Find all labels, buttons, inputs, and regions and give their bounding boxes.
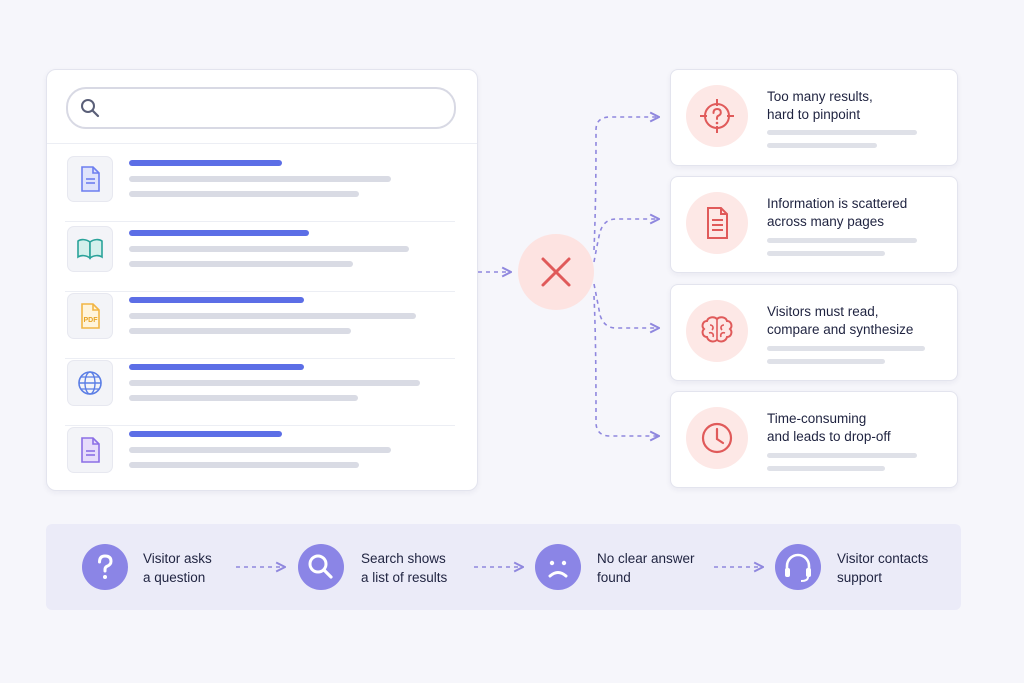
result-snippet-line	[129, 191, 359, 197]
failure-indicator	[518, 234, 594, 310]
document-icon	[81, 166, 100, 192]
result-item[interactable]	[65, 156, 455, 222]
problem-icon	[686, 300, 748, 362]
search-results-panel: PDF	[46, 69, 478, 491]
result-title-line	[129, 364, 304, 370]
x-icon	[541, 257, 571, 287]
problem-card-too-many-results: Too many results, hard to pinpoint	[670, 69, 958, 166]
result-item[interactable]	[65, 226, 455, 292]
result-title-line	[129, 160, 282, 166]
journey-step-icon	[298, 544, 344, 590]
result-item[interactable]	[65, 360, 455, 426]
result-title-line	[129, 297, 304, 303]
result-title-line	[129, 230, 309, 236]
pdf-icon: PDF	[81, 303, 100, 329]
placeholder-line	[767, 466, 885, 471]
result-snippet-line	[129, 176, 391, 182]
connector-problem-1	[593, 117, 658, 251]
book-icon	[77, 238, 103, 260]
result-title-line	[129, 431, 282, 437]
result-snippet-line	[129, 462, 359, 468]
journey-step-text: No clear answer found	[597, 551, 695, 585]
result-snippet-line	[129, 246, 409, 252]
document-icon	[707, 207, 728, 239]
placeholder-line	[767, 238, 917, 243]
file-tile	[67, 156, 113, 202]
journey-step-icon	[82, 544, 128, 590]
problem-text: Information is scattered across many pag…	[767, 196, 908, 229]
placeholder-line	[767, 143, 877, 148]
svg-text:PDF: PDF	[84, 317, 99, 324]
visitor-journey-bar: Visitor asks a question Search shows a l…	[46, 524, 961, 610]
problem-card-read-compare-synthesize: Visitors must read, compare and synthesi…	[670, 284, 958, 381]
file-tile	[67, 226, 113, 272]
placeholder-line	[767, 251, 885, 256]
headset-icon	[785, 553, 811, 582]
problem-icon	[686, 85, 748, 147]
result-item[interactable]: PDF	[65, 293, 455, 359]
result-item[interactable]	[65, 427, 455, 487]
journey-step-icon	[535, 544, 581, 590]
search-input[interactable]	[66, 87, 456, 129]
result-snippet-line	[129, 395, 358, 401]
globe-icon	[78, 371, 102, 395]
problem-text: Too many results, hard to pinpoint	[767, 89, 873, 122]
target-question-icon	[700, 99, 734, 133]
placeholder-line	[767, 130, 917, 135]
result-snippet-line	[129, 447, 391, 453]
search-icon	[81, 99, 100, 118]
problem-icon	[686, 407, 748, 469]
placeholder-line	[767, 346, 925, 351]
sad-face-icon	[548, 560, 568, 578]
file-tile: PDF	[67, 293, 113, 339]
file-tile	[67, 360, 113, 406]
file-tile	[67, 427, 113, 473]
result-snippet-line	[129, 261, 353, 267]
problem-text: Visitors must read, compare and synthesi…	[767, 304, 914, 337]
result-snippet-line	[129, 313, 416, 319]
search-divider	[47, 143, 477, 144]
problem-text: Time-consuming and leads to drop-off	[767, 411, 891, 444]
connector-problem-4	[593, 295, 658, 436]
journey-step-text: Visitor contacts support	[837, 551, 929, 585]
placeholder-line	[767, 453, 917, 458]
journey-step-text: Visitor asks a question	[143, 551, 212, 585]
journey-step-text: Search shows a list of results	[361, 551, 448, 585]
problem-icon	[686, 192, 748, 254]
document-icon	[81, 437, 100, 463]
question-icon	[98, 554, 113, 579]
problem-card-time-consuming: Time-consuming and leads to drop-off	[670, 391, 958, 488]
problem-card-scattered-information: Information is scattered across many pag…	[670, 176, 958, 273]
connector-problem-2	[593, 219, 658, 263]
journey-step-icon	[775, 544, 821, 590]
brain-icon	[701, 316, 733, 343]
placeholder-line	[767, 359, 885, 364]
result-snippet-line	[129, 380, 420, 386]
journey-connectors	[236, 524, 961, 610]
search-icon	[308, 554, 333, 579]
connector-problem-3	[593, 283, 658, 328]
clock-icon	[701, 422, 733, 454]
result-snippet-line	[129, 328, 351, 334]
